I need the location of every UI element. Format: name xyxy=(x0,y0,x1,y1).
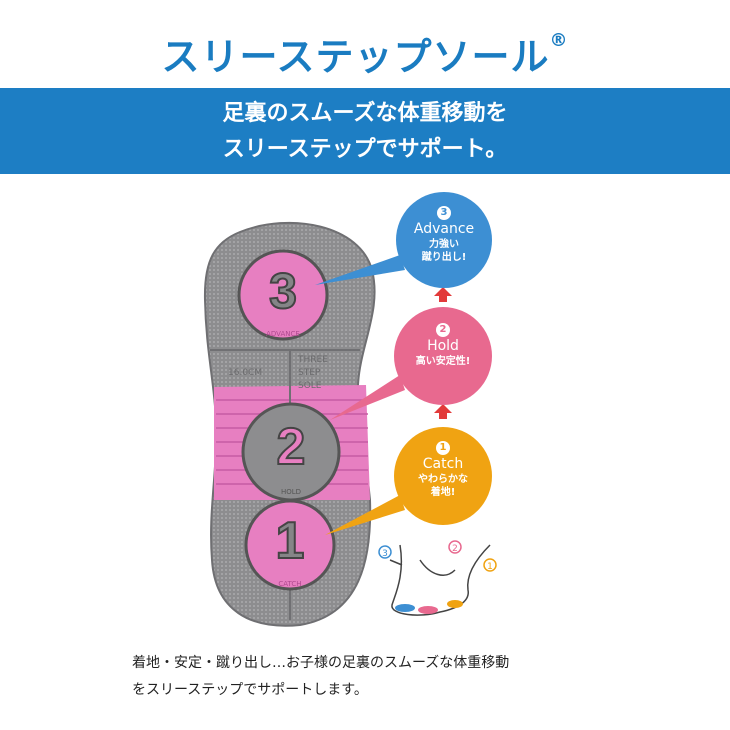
step-desc: 力強い xyxy=(429,239,459,250)
sole-size: 16.0CM xyxy=(228,368,262,378)
foot-marker-ring xyxy=(483,558,497,572)
step-number: 1 xyxy=(436,441,450,455)
step-number: 3 xyxy=(437,206,451,220)
subtitle-line-2: スリーステップでサポート。 xyxy=(222,137,508,162)
sole-number-3: 3 xyxy=(269,263,297,319)
sole-number-1: 1 xyxy=(276,512,305,570)
step-bubble-hold: 2 Hold 高い安定性! xyxy=(394,307,492,405)
step-name: Catch xyxy=(422,456,464,472)
step-number: 2 xyxy=(436,323,450,337)
description-line-2: をスリーステップでサポートします。 xyxy=(132,682,368,698)
foot-marker-ring xyxy=(378,545,392,559)
description: 着地・安定・蹴り出し…お子様の足裏のスムーズな体重移動 をスリーステップでサポー… xyxy=(132,650,509,704)
callout-advance xyxy=(315,255,405,285)
step-desc: 高い安定性! xyxy=(415,356,471,367)
foot-marker-ring xyxy=(448,540,462,554)
sole-label-catch: CATCH xyxy=(278,580,301,588)
foot-zone-catch xyxy=(447,600,463,608)
sole-pad-1 xyxy=(244,499,336,591)
sole-label-advance: ADVANCE xyxy=(266,330,300,338)
page-title: スリーステップソール® xyxy=(0,26,730,81)
foot-marker-2: 2 xyxy=(452,544,458,554)
foot-zone-hold xyxy=(418,606,438,614)
callout-hold xyxy=(330,375,405,420)
foot-zone-advance xyxy=(395,604,415,612)
arrow-up-icon xyxy=(434,404,452,419)
sole-brand-line: THREE xyxy=(297,355,328,365)
sole-label-hold: HOLD xyxy=(281,488,301,496)
step-bubble-advance: 3 Advance 力強い 蹴り出し! xyxy=(396,192,492,288)
description-line-1: 着地・安定・蹴り出し…お子様の足裏のスムーズな体重移動 xyxy=(132,655,510,671)
step-name: Hold xyxy=(427,338,459,354)
foot-diagram xyxy=(389,544,491,616)
step-desc: 着地! xyxy=(430,487,456,498)
foot-marker-3: 3 xyxy=(382,549,388,559)
subtitle-band: 足裏のスムーズな体重移動を スリーステップでサポート。 xyxy=(0,88,730,174)
step-desc: 蹴り出し! xyxy=(421,252,467,263)
sole-brand-line: STEP xyxy=(298,368,321,378)
subtitle-line-1: 足裏のスムーズな体重移動を xyxy=(222,101,508,126)
arrow-up-icon xyxy=(434,287,452,302)
callout-catch xyxy=(325,495,405,535)
sole-brand-line: SOLE xyxy=(298,381,322,391)
title-text: スリーステップソール xyxy=(161,35,550,79)
registered-mark: ® xyxy=(549,30,569,51)
step-bubble-catch: 1 Catch やわらかな 着地! xyxy=(394,427,492,525)
sole-pad-3 xyxy=(237,249,329,341)
step-name: Advance xyxy=(413,221,475,237)
foot-marker-1: 1 xyxy=(487,562,493,572)
step-desc: やわらかな xyxy=(418,474,468,485)
sole-number-2: 2 xyxy=(277,418,306,476)
